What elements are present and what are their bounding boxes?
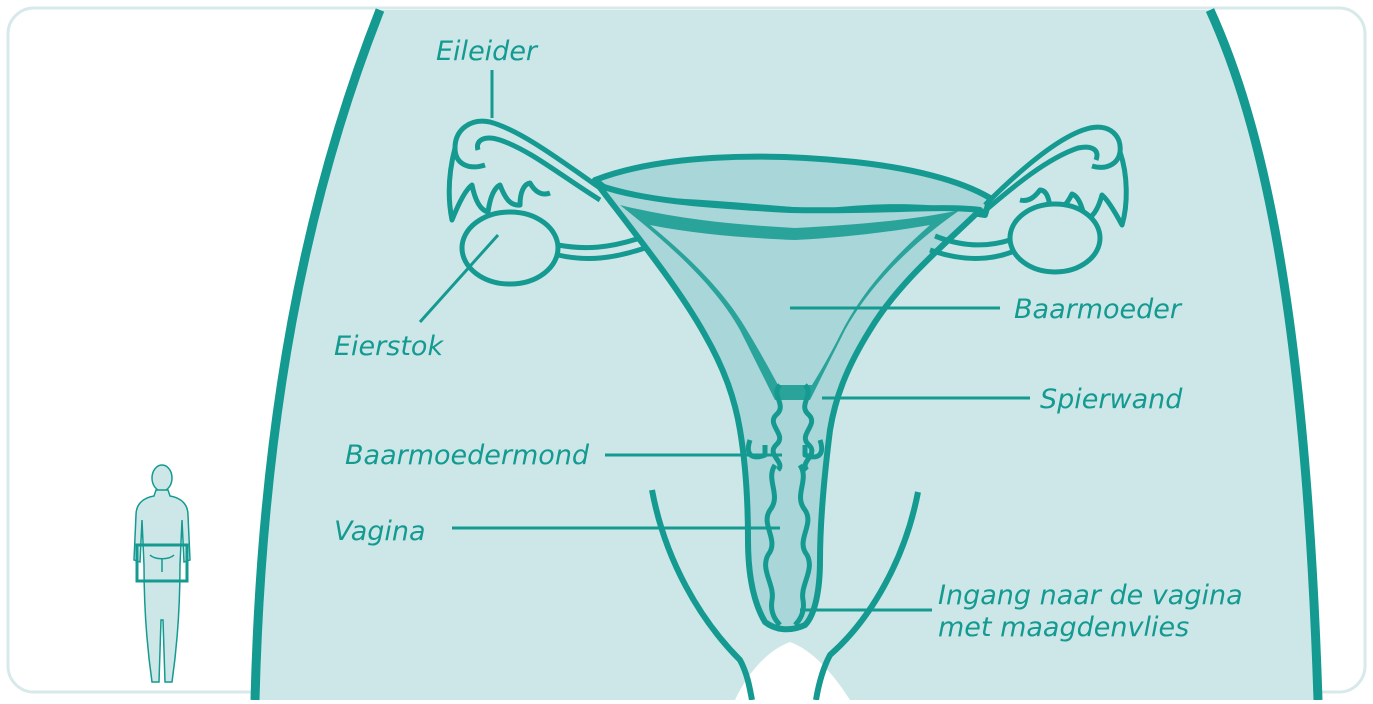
label-eileider: Eileider: [436, 38, 537, 65]
label-spierwand: Spierwand: [1040, 386, 1182, 413]
label-ingang: Ingang naar de vagina met maagdenvlies: [938, 580, 1243, 644]
label-ingang-line1: Ingang naar de vagina: [938, 580, 1243, 612]
label-ingang-line2: met maagdenvlies: [938, 612, 1243, 644]
label-vagina: Vagina: [334, 518, 426, 545]
label-baarmoedermond: Baarmoedermond: [345, 442, 589, 469]
label-eierstok: Eierstok: [334, 333, 443, 360]
label-baarmoeder: Baarmoeder: [1014, 296, 1181, 323]
